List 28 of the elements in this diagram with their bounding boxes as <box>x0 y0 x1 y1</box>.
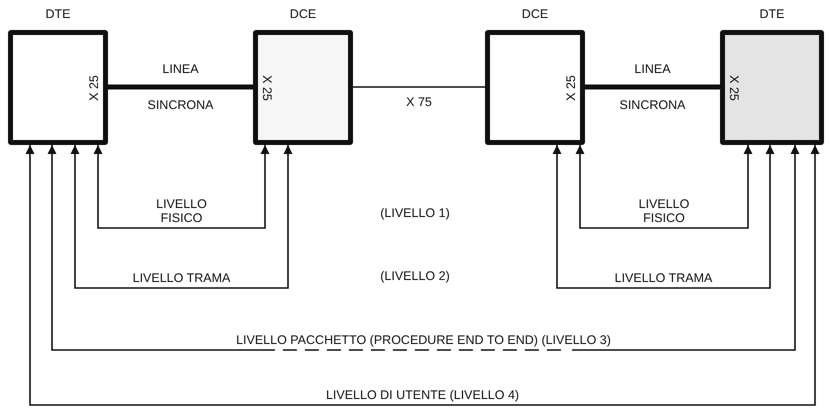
device-label: DCE <box>520 7 550 21</box>
link-line <box>108 84 253 90</box>
edge-label: LIVELLO PACCHETTO (PROCEDURE END TO END) (LIVELLO 3) <box>235 333 612 347</box>
interface-label: X 25 <box>564 74 578 100</box>
edge-label: LIVELLO DI UTENTE (LIVELLO 4) <box>324 388 520 402</box>
device-label: DTE <box>44 7 72 21</box>
layer-arrow <box>70 145 292 289</box>
edge-label: LIVELLO TRAMA <box>132 271 232 285</box>
edge-label: LINEA SINCRONA <box>618 61 686 114</box>
interface-label: X 25 <box>87 74 102 100</box>
layer-arrow <box>48 145 800 351</box>
layer-arrow <box>552 145 774 289</box>
layer-arrow <box>26 145 820 406</box>
edge-label: LIVELLO FISICO <box>638 197 690 225</box>
layer-arrow <box>576 145 752 229</box>
level-label: (LIVELLO 2) <box>379 269 451 283</box>
edge-label: LIVELLO FISICO <box>155 197 208 225</box>
edge-label: X 75 <box>405 95 433 109</box>
interface-label: X 25 <box>726 74 741 100</box>
layer-arrow <box>94 145 270 229</box>
level-label: (LIVELLO 1) <box>379 206 451 220</box>
device-label: DTE <box>758 7 786 21</box>
device-label: DCE <box>288 7 318 21</box>
edge-label: LINEA SINCRONA <box>146 61 214 114</box>
interface-label: X 25 <box>260 74 274 100</box>
edge-label: LIVELLO TRAMA <box>614 271 714 285</box>
link-line <box>353 86 485 88</box>
link-line <box>585 84 720 90</box>
